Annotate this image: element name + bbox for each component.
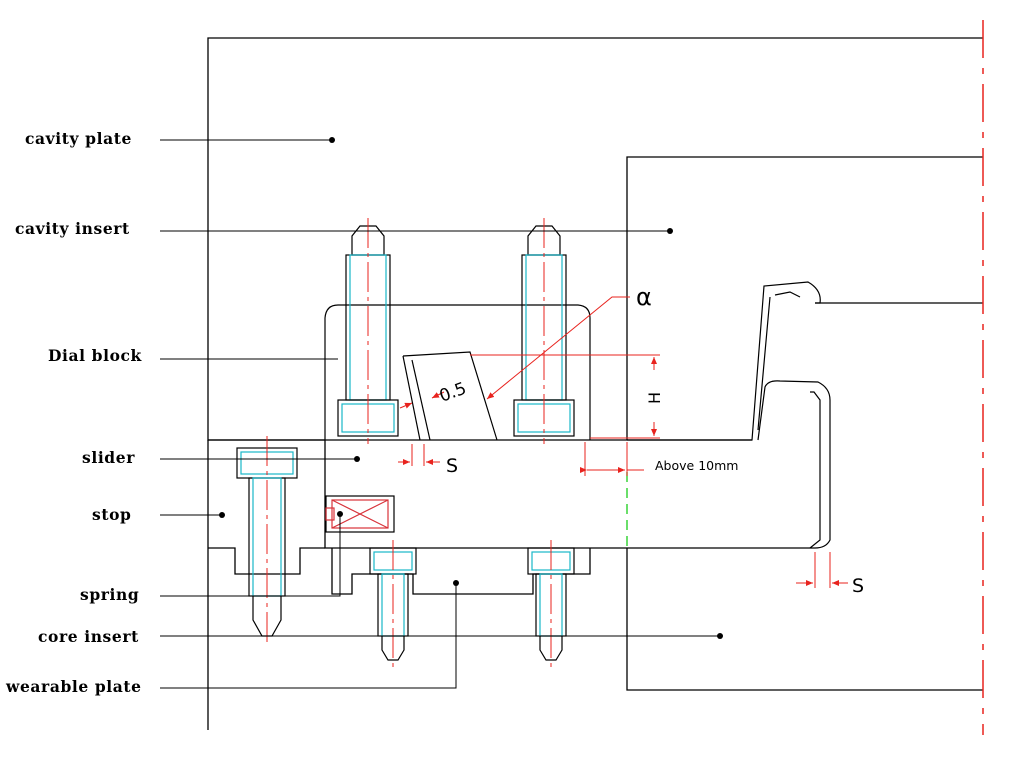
spring-pocket: [325, 495, 395, 533]
above-10mm-dimension: [580, 442, 644, 476]
cavity-plate-outline: [207, 37, 983, 441]
s-bottom-dimension: [796, 552, 848, 588]
label-cavity-plate: cavity plate: [25, 129, 132, 148]
label-core-insert: core insert: [38, 627, 139, 646]
centerlines: [266, 218, 552, 668]
wearable-plate-outline: [331, 548, 983, 691]
s-top-dimension: [398, 444, 440, 466]
label-wearable-plate: wearable plate: [6, 677, 142, 696]
s-top-symbol: S: [446, 455, 458, 477]
above-10mm-label: Above 10mm: [655, 458, 738, 473]
label-spring: spring: [80, 585, 140, 604]
clearance-value: 0.5: [437, 379, 469, 407]
alpha-symbol: α: [636, 283, 652, 311]
s-bottom-symbol: S: [852, 575, 864, 597]
label-dial-block: Dial block: [48, 346, 142, 365]
leader-dots: [219, 137, 723, 639]
label-slider: slider: [82, 448, 135, 467]
label-cavity-insert: cavity insert: [15, 219, 130, 238]
height-symbol: H: [645, 392, 664, 404]
label-leaders: [160, 139, 720, 689]
molded-part-profile: [627, 281, 831, 549]
alpha-leader: [486, 296, 630, 400]
slider-outline: [324, 439, 815, 549]
height-dimension: [470, 354, 660, 439]
clearance-dimension: [399, 391, 445, 409]
label-stop: stop: [92, 505, 132, 524]
cavity-insert-outline: [626, 156, 983, 440]
dial-block-outline: [324, 304, 591, 441]
